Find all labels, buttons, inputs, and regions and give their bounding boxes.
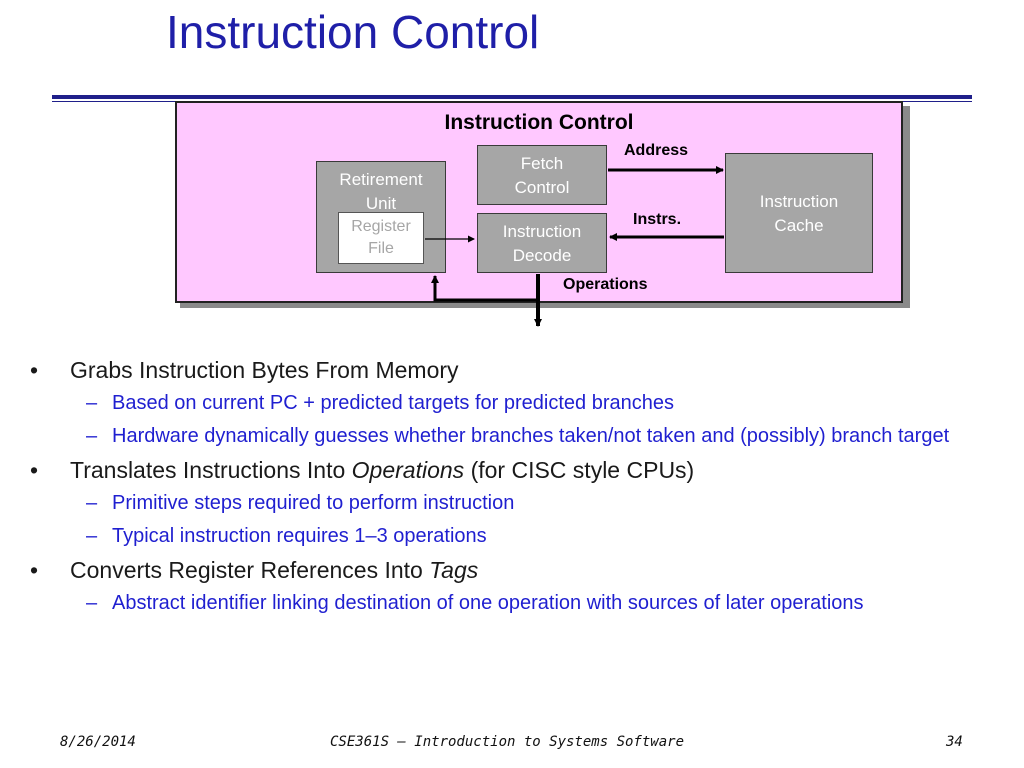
retirement-unit-label-line2: Unit xyxy=(365,194,397,213)
register-file-box: Register File xyxy=(338,212,424,264)
diagram-arrows xyxy=(425,166,724,327)
bullet-3: •Converts Register References Into Tags xyxy=(30,557,479,583)
instruction-decode-label-line1: Instruction xyxy=(502,222,582,241)
feedback-arrow xyxy=(431,275,538,302)
operations-label: Operations xyxy=(563,276,648,293)
bullet-2-sub-2: –Typical instruction requires 1–3 operat… xyxy=(86,525,487,547)
instrs-label: Instrs. xyxy=(633,211,682,228)
instruction-control-diagram: Instruction Control Retirement Unit Regi… xyxy=(0,0,1024,340)
diagram-title: Instruction Control xyxy=(444,111,634,134)
fetch-control-box: Fetch Control xyxy=(477,145,607,205)
footer-page-number: 34 xyxy=(946,734,963,750)
footer-date: 8/26/2014 xyxy=(60,734,136,750)
bullet-1-sub-1: –Based on current PC + predicted targets… xyxy=(86,392,674,414)
title-rule-thick xyxy=(52,95,972,99)
footer-course: CSE361S – Introduction to Systems Softwa… xyxy=(330,734,685,750)
fetch-control-label-line2: Control xyxy=(514,178,570,197)
register-file-label-line2: File xyxy=(368,240,394,257)
instruction-cache-label-line1: Instruction xyxy=(759,192,839,211)
slide-title: Instruction Control xyxy=(166,6,540,58)
address-label: Address xyxy=(624,142,689,159)
operations-term: Operations xyxy=(351,457,465,483)
bullet-2-sub-1: –Primitive steps required to perform ins… xyxy=(86,492,515,514)
instruction-decode-box: Instruction Decode xyxy=(477,213,607,273)
bullet-1: •Grabs Instruction Bytes From Memory xyxy=(30,357,459,383)
instruction-cache-box: Instruction Cache xyxy=(725,153,873,273)
instruction-decode-label-line2: Decode xyxy=(512,246,572,265)
bullet-3-sub-1: –Abstract identifier linking destination… xyxy=(86,592,864,614)
bullet-2: •Translates Instructions Into Operations… xyxy=(30,457,695,483)
bullet-1-sub-2: –Hardware dynamically guesses whether br… xyxy=(86,425,950,447)
retirement-unit-label-line1: Retirement xyxy=(339,170,423,189)
bullet-list: •Grabs Instruction Bytes From Memory –Ba… xyxy=(30,356,990,623)
tags-term: Tags xyxy=(429,557,479,583)
fetch-control-label-line1: Fetch xyxy=(520,154,564,173)
instruction-cache-label-line2: Cache xyxy=(774,216,824,235)
register-file-label-line1: Register xyxy=(351,218,411,235)
